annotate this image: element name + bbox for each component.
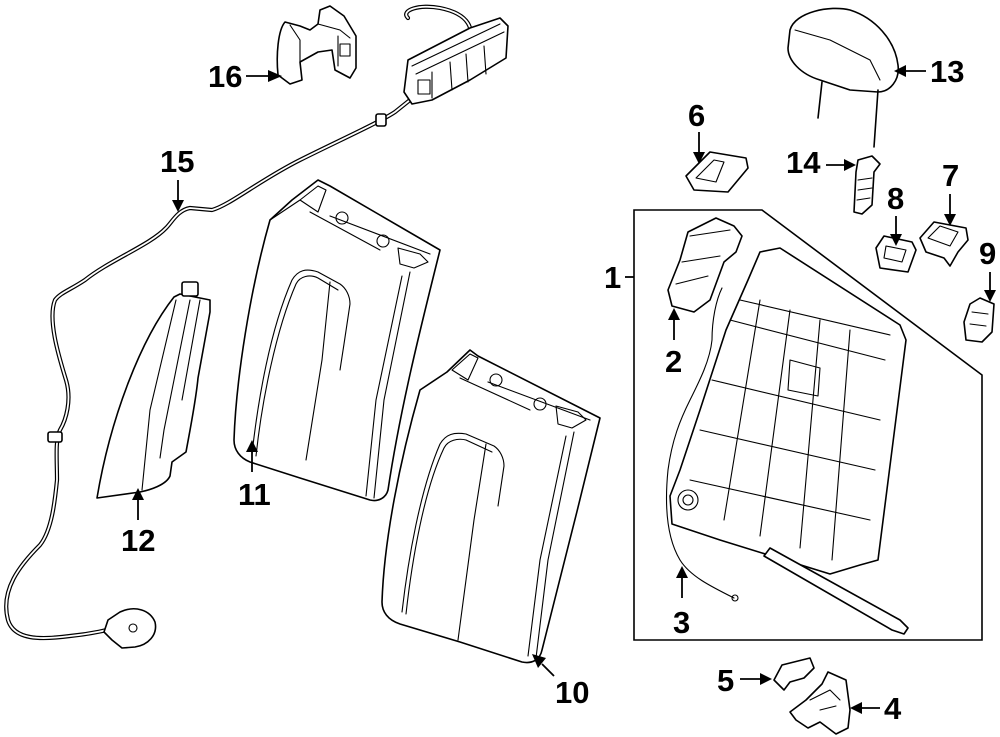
callout-4[interactable]: 4 xyxy=(850,691,902,726)
callout-5[interactable]: 5 xyxy=(717,663,772,698)
callout-13[interactable]: 13 xyxy=(894,54,964,89)
callout-7[interactable]: 7 xyxy=(942,158,959,226)
svg-text:13: 13 xyxy=(930,54,964,89)
svg-text:8: 8 xyxy=(887,181,904,216)
seat-back-panel-right-part[interactable] xyxy=(381,349,601,664)
svg-text:1: 1 xyxy=(604,260,621,295)
callout-3[interactable]: 3 xyxy=(673,566,690,640)
seat-back-panel-left-part[interactable] xyxy=(233,179,441,502)
side-bolster-trim-part[interactable] xyxy=(96,281,211,499)
release-clip-part[interactable] xyxy=(963,297,995,343)
headrest-guide-part[interactable] xyxy=(853,155,881,215)
svg-text:11: 11 xyxy=(238,477,271,512)
callout-10[interactable]: 10 xyxy=(532,654,589,710)
svg-text:14: 14 xyxy=(786,145,821,180)
callout-1[interactable]: 1 xyxy=(604,260,621,295)
latch-bracket-part[interactable] xyxy=(276,5,357,85)
svg-text:4: 4 xyxy=(884,691,902,726)
svg-text:2: 2 xyxy=(665,344,682,379)
assembly-boundary-box xyxy=(633,209,983,641)
callout-6[interactable]: 6 xyxy=(688,98,705,164)
headrest-part[interactable] xyxy=(787,7,900,148)
latch-release-handle-part[interactable] xyxy=(667,217,743,313)
callout-8[interactable]: 8 xyxy=(887,181,904,246)
release-cable-harness-part[interactable] xyxy=(4,4,509,649)
callout-12[interactable]: 12 xyxy=(121,488,155,558)
svg-text:9: 9 xyxy=(979,236,996,271)
svg-text:3: 3 xyxy=(673,605,690,640)
svg-text:6: 6 xyxy=(688,98,705,133)
svg-text:15: 15 xyxy=(160,144,194,179)
svg-text:10: 10 xyxy=(555,675,589,710)
callout-9[interactable]: 9 xyxy=(979,236,996,302)
svg-text:5: 5 xyxy=(717,663,734,698)
latch-cover-part[interactable] xyxy=(773,657,815,691)
seat-back-frame-part[interactable] xyxy=(669,247,909,635)
svg-text:16: 16 xyxy=(208,59,242,94)
release-button-part[interactable] xyxy=(875,235,917,273)
callout-15[interactable]: 15 xyxy=(160,144,194,212)
svg-text:7: 7 xyxy=(942,158,959,193)
callout-14[interactable]: 14 xyxy=(786,145,856,180)
release-bezel-part[interactable] xyxy=(685,151,749,193)
callout-2[interactable]: 2 xyxy=(665,308,682,379)
release-cable-part[interactable] xyxy=(666,287,739,602)
svg-text:12: 12 xyxy=(121,523,155,558)
callout-16[interactable]: 16 xyxy=(208,59,282,94)
trim-bezel-part[interactable] xyxy=(919,221,969,267)
callout-11[interactable]: 11 xyxy=(238,440,271,512)
latch-striker-bracket-part[interactable] xyxy=(789,671,851,735)
